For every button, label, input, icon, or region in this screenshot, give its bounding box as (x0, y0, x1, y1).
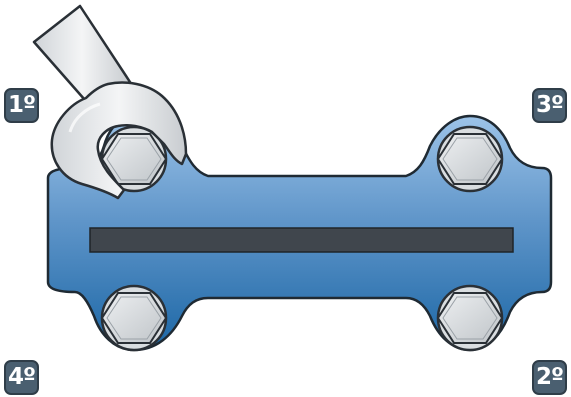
sequence-badge-1: 1º (4, 88, 39, 123)
bolt-2 (436, 284, 504, 352)
hex-bolt-icon (100, 292, 168, 344)
hex-bolt-icon (436, 292, 504, 344)
bracket-slot (89, 227, 514, 253)
wrench-icon (32, 4, 188, 200)
bolt-4 (100, 284, 168, 352)
hex-bolt-icon (436, 133, 504, 185)
sequence-badge-3: 3º (532, 88, 567, 123)
sequence-badge-2: 2º (532, 360, 567, 395)
bolt-3 (436, 125, 504, 193)
sequence-badge-4: 4º (4, 360, 39, 395)
